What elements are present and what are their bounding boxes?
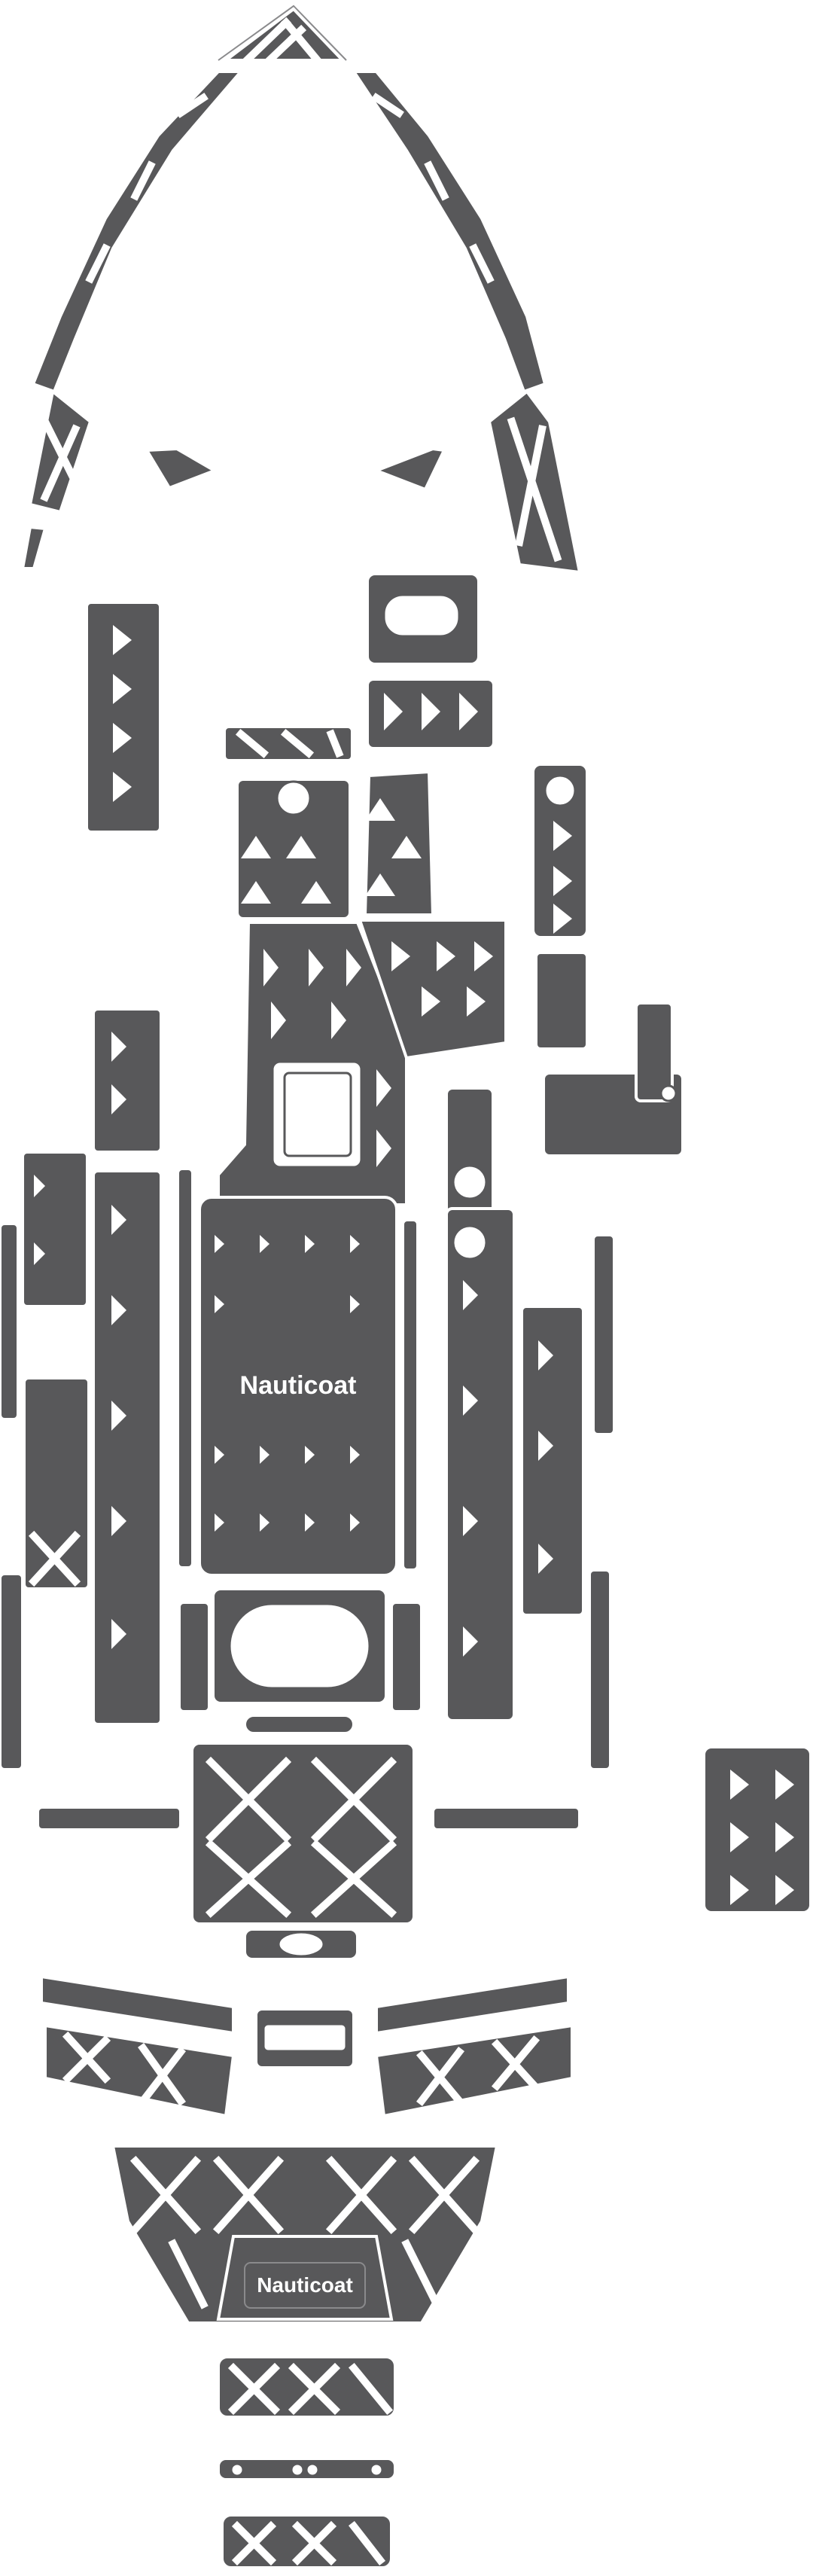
port-aft-inner-strip-pad [178,1601,211,1713]
port-aft-strip-pad [0,1572,24,1771]
bow-section [20,5,582,575]
bow-wedge-left-pad [144,447,218,490]
starboard-gunwale-aft-pad [431,1806,581,1831]
starboard-stern-lounge-pad [374,2023,574,2118]
port-stern-strip-pad [40,1974,235,2035]
transom-side-pad [702,1745,812,1914]
starboard-long-runner-pad [445,1207,516,1722]
swim-platform-logo-panel [216,2235,394,2321]
port-gunwale-aft-pad [36,1806,182,1831]
swim-platform-pad [111,2145,499,2324]
main-deck-logo: Nauticoat [240,1371,357,1400]
bow-nub-left-pad [20,525,47,570]
port-thin-strip-pad [0,1222,20,1421]
port-runner-pad [92,1008,163,1154]
starboard-tab-pad [635,1001,674,1102]
bow-wedge-right-pad [372,447,446,492]
bow-rail-right-pad [351,70,547,394]
center-deck-section: Nauticoat [0,919,684,1726]
center-thin-strip-left-pad [176,1167,194,1569]
starboard-stern-strip-pad [375,1974,570,2035]
center-hatch-cutout [271,1060,363,1169]
swim-platform-logo: Nauticoat [257,2273,353,2297]
center-thin-strip-right-pad [401,1218,419,1572]
starboard-bolster-pad [531,763,589,939]
starboard-aft-strip-pad [588,1568,612,1771]
port-long-runner-pad [92,1169,163,1726]
starboard-thin-strip-pad [592,1233,616,1436]
aft-handle-pad [243,1714,355,1735]
swim-platform-section: Nauticoat [111,2145,499,2569]
bow-rail-left-pad [31,70,245,394]
forward-console-section [85,572,589,939]
starboard-inner-runner-pad [445,1087,495,1221]
port-side-pad [21,1151,89,1308]
bow-tip-pad [221,7,346,62]
starboard-small-pad [534,951,589,1050]
starboard-aft-inner-strip-pad [390,1601,423,1713]
console-cutout [382,593,461,638]
helm-step-pad [223,725,354,762]
aft-deck-section [0,1568,812,2118]
port-stern-lounge-pad [44,2023,236,2118]
starboard-mid-pad [520,1305,585,1617]
front-seat-left-pad [85,601,162,834]
engine-hatch-cutout [228,1602,371,1690]
main-deck-pad [198,1196,398,1577]
